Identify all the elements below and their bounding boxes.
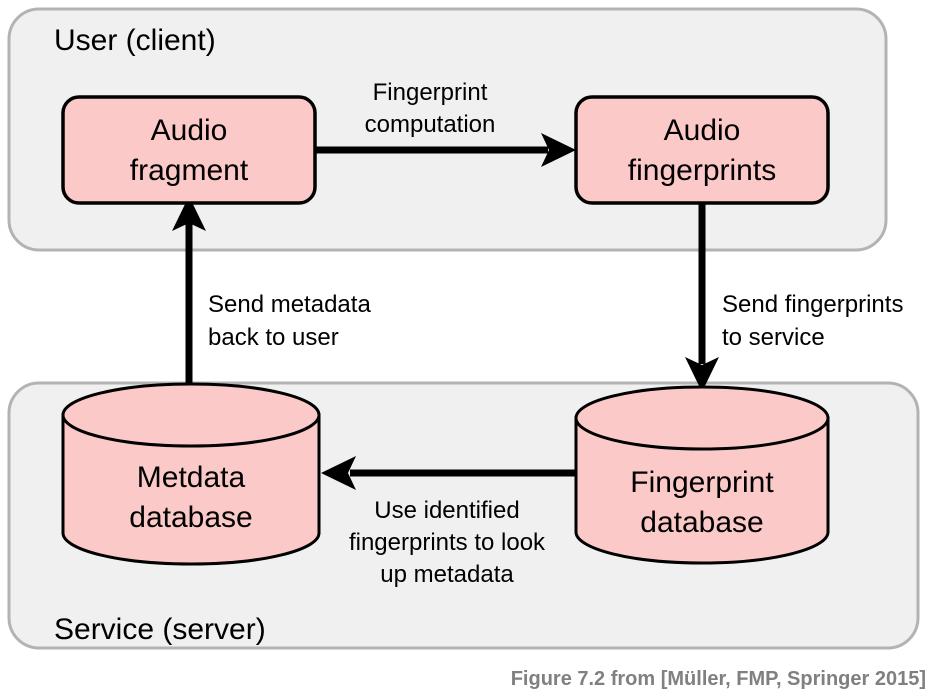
edge-send-fingerprints: Send fingerprints to service bbox=[685, 203, 903, 392]
node-metadata-database[interactable]: Metdata database bbox=[61, 382, 321, 566]
node-audio-fingerprints-box[interactable] bbox=[574, 95, 830, 205]
edge-send-fingerprints-label-line1: Send fingerprints bbox=[722, 291, 903, 318]
edge-send-metadata-label-line2: back to user bbox=[208, 324, 339, 351]
node-audio-fragment[interactable]: Audio fragment bbox=[61, 95, 317, 205]
edge-lookup-metadata-arrowhead bbox=[321, 456, 356, 490]
edge-fingerprint-computation-arrowhead bbox=[541, 133, 576, 167]
node-metadata-database-label-line1: Metdata bbox=[137, 461, 246, 494]
node-metadata-database-label-line2: database bbox=[129, 501, 252, 534]
node-metadata-database-top[interactable] bbox=[61, 382, 321, 448]
edge-lookup-metadata-label-line1: Use identified bbox=[374, 497, 519, 524]
node-fingerprint-database-label-line2: database bbox=[640, 506, 763, 539]
edge-send-fingerprints-arrowhead bbox=[685, 357, 719, 392]
node-audio-fragment-label-line1: Audio bbox=[151, 114, 228, 147]
node-fingerprint-database-body[interactable] bbox=[574, 416, 830, 565]
edge-send-metadata-label-line1: Send metadata bbox=[208, 291, 371, 318]
node-fingerprint-database-top[interactable] bbox=[574, 385, 830, 451]
node-metadata-database-body[interactable] bbox=[61, 413, 321, 566]
edge-lookup-metadata-label-line3: up metadata bbox=[380, 561, 514, 588]
edge-lookup-metadata: Use identified fingerprints to look up m… bbox=[321, 456, 576, 588]
node-audio-fragment-box[interactable] bbox=[61, 95, 317, 205]
panel-client-label: User (client) bbox=[54, 24, 216, 57]
edge-fingerprint-computation: Fingerprint computation bbox=[315, 79, 576, 167]
node-fingerprint-database[interactable]: Fingerprint database bbox=[574, 385, 830, 565]
edge-send-metadata-arrowhead bbox=[172, 196, 206, 231]
figure-caption: Figure 7.2 from [Müller, FMP, Springer 2… bbox=[511, 668, 926, 690]
panel-server-label: Service (server) bbox=[54, 613, 266, 646]
node-fingerprint-database-label-line1: Fingerprint bbox=[630, 466, 774, 499]
edge-send-fingerprints-label-line2: to service bbox=[722, 324, 825, 351]
node-audio-fragment-label-line2: fragment bbox=[130, 154, 249, 187]
edge-fingerprint-computation-label-line2: computation bbox=[365, 111, 496, 138]
node-audio-fingerprints[interactable]: Audio fingerprints bbox=[574, 95, 830, 205]
edge-fingerprint-computation-label-line1: Fingerprint bbox=[373, 79, 488, 106]
edge-lookup-metadata-label-line2: fingerprints to look bbox=[349, 529, 546, 556]
node-audio-fingerprints-label-line2: fingerprints bbox=[628, 154, 776, 187]
node-audio-fingerprints-label-line1: Audio bbox=[664, 114, 741, 147]
edge-send-metadata: Send metadata back to user bbox=[172, 196, 371, 400]
